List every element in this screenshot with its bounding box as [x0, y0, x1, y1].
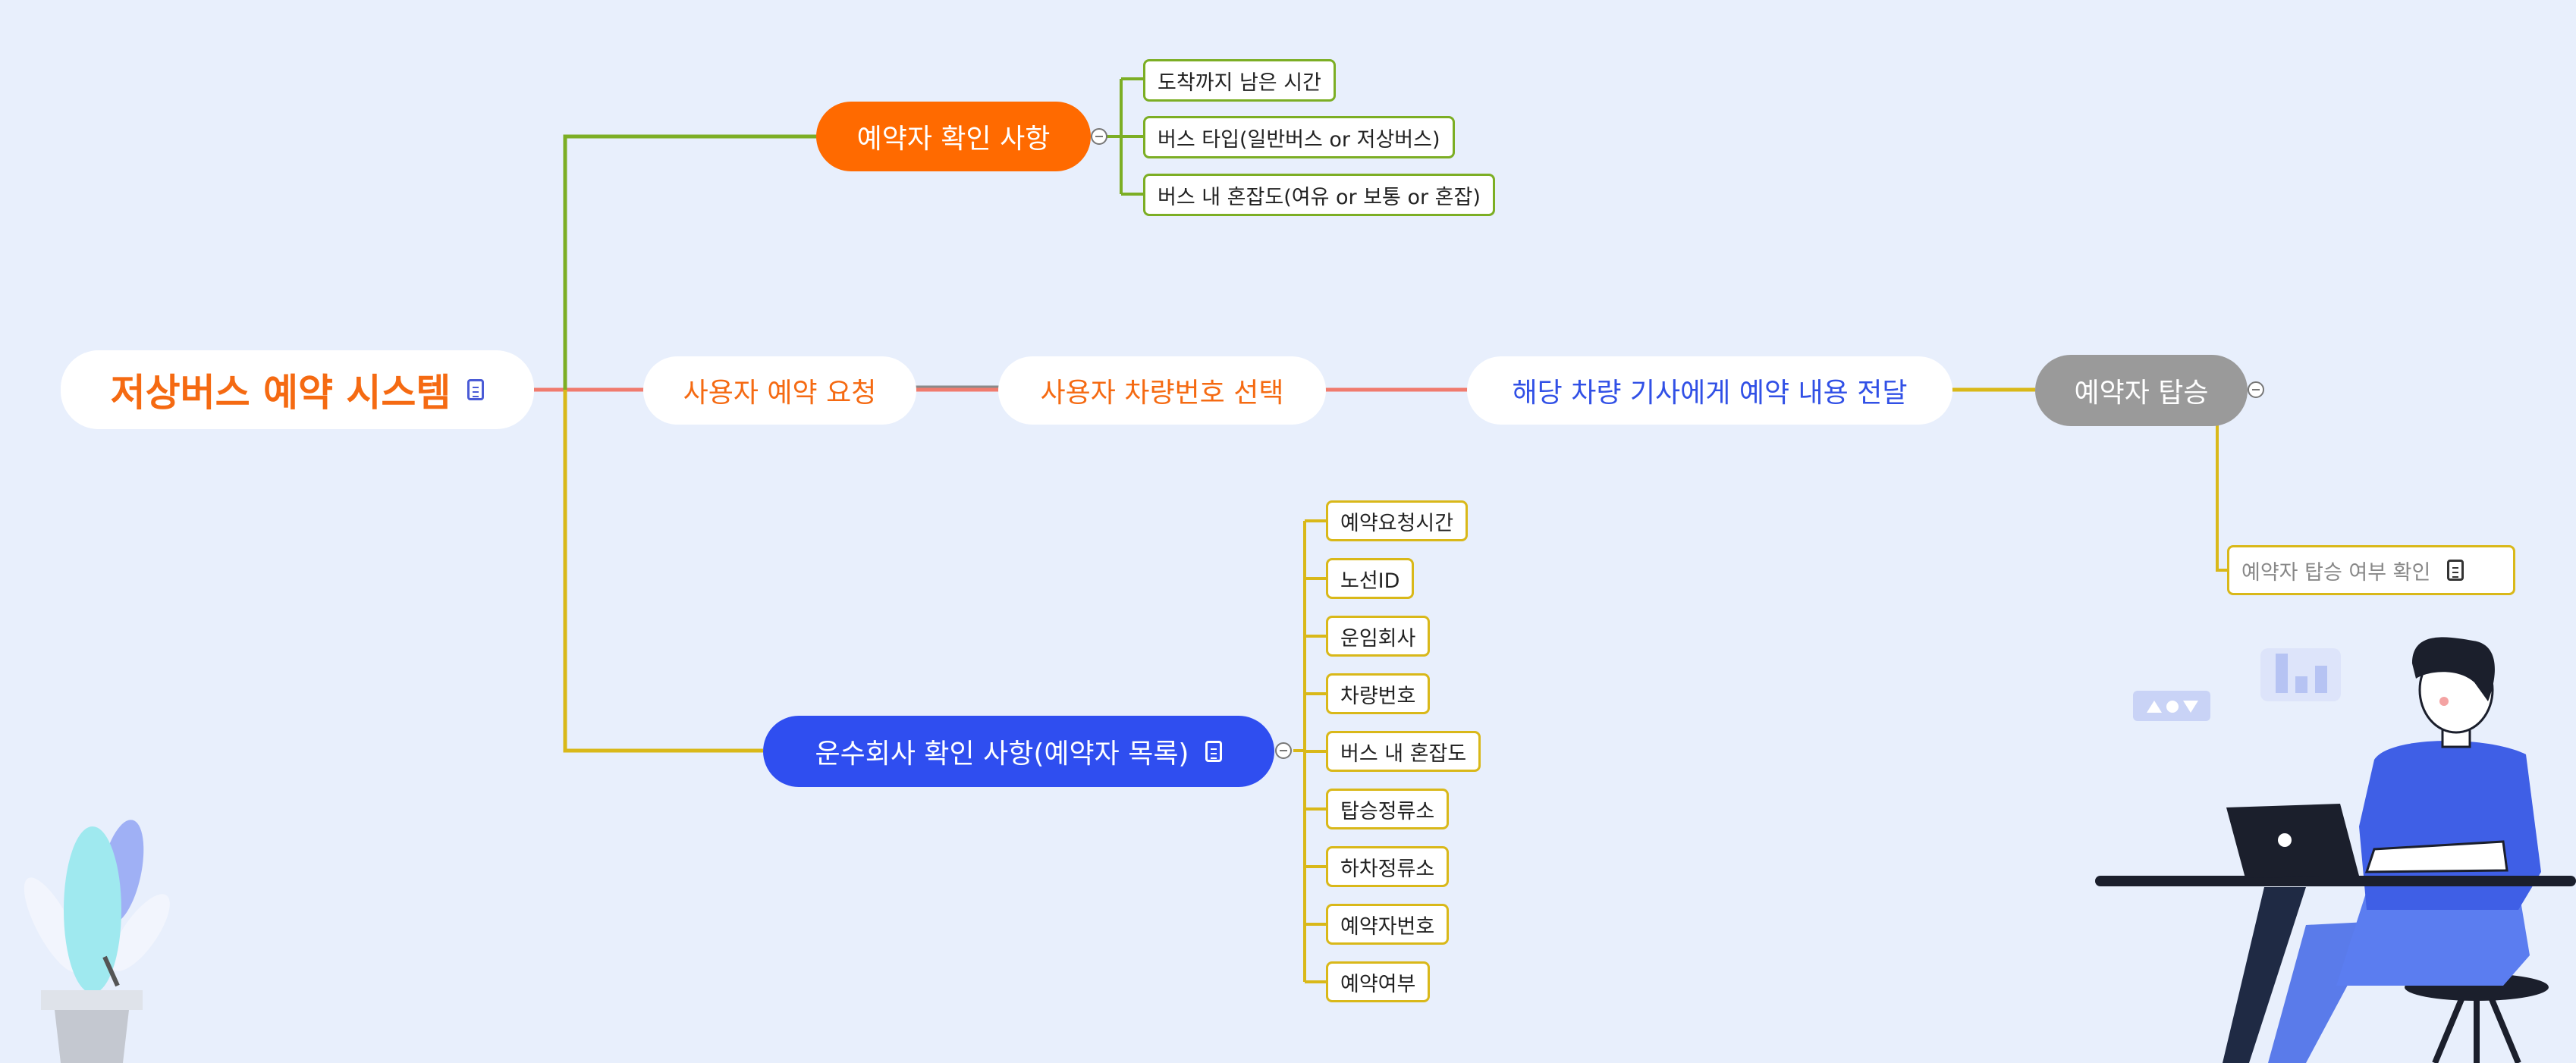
leaf-label: 하차정류소 — [1340, 857, 1435, 881]
leaf-label: 예약자번호 — [1340, 914, 1435, 939]
note-icon[interactable] — [467, 379, 485, 400]
note-icon[interactable] — [1205, 741, 1223, 762]
flow-node-select-vehicle[interactable]: 사용자 차량번호 선택 — [998, 356, 1326, 425]
collapse-toggle-company[interactable] — [1275, 742, 1292, 759]
leaf-label: 버스 내 혼잡도(여유 or 보통 or 혼잡) — [1158, 185, 1481, 209]
company-item[interactable]: 버스 내 혼잡도 — [1326, 731, 1481, 772]
company-item[interactable]: 노선ID — [1326, 558, 1415, 599]
company-item[interactable]: 차량번호 — [1326, 673, 1431, 714]
leaf-label: 차량번호 — [1340, 684, 1416, 708]
company-check-label: 운수회사 확인 사항(예약자 목록) — [815, 738, 1189, 770]
flow-node-label: 예약자 탑승 — [2074, 378, 2209, 409]
note-icon[interactable] — [2447, 560, 2464, 581]
root-label: 저상버스 예약 시스템 — [110, 371, 451, 415]
leaf-label: 예약요청시간 — [1340, 511, 1454, 535]
reserver-item-congestion[interactable]: 버스 내 혼잡도(여유 or 보통 or 혼잡) — [1143, 174, 1495, 216]
flow-node-deliver-to-driver[interactable]: 해당 차량 기사에게 예약 내용 전달 — [1467, 356, 1952, 425]
leaf-label: 버스 타입(일반버스 or 저상버스) — [1158, 127, 1440, 152]
boarding-check-item[interactable]: 예약자 탑승 여부 확인 — [2227, 545, 2515, 595]
connector-green-branch — [563, 134, 818, 390]
person-at-desk-illustration — [2095, 637, 2576, 1063]
leaf-label: 운임회사 — [1340, 626, 1416, 651]
ui-chip-illustration — [2133, 648, 2341, 721]
company-check-node[interactable]: 운수회사 확인 사항(예약자 목록) — [763, 716, 1274, 787]
leaf-label: 도착까지 남은 시간 — [1158, 71, 1321, 95]
company-item[interactable]: 운임회사 — [1326, 616, 1431, 657]
leaf-label: 예약여부 — [1340, 972, 1416, 996]
connector-yellow-leaves — [1293, 519, 1326, 983]
company-item[interactable]: 하차정류소 — [1326, 846, 1450, 887]
flow-node-request[interactable]: 사용자 예약 요청 — [643, 356, 916, 425]
company-item[interactable]: 탑승정류소 — [1326, 789, 1450, 829]
reserver-check-node[interactable]: 예약자 확인 사항 — [816, 102, 1091, 171]
root-node[interactable]: 저상버스 예약 시스템 — [61, 350, 534, 429]
reserver-check-label: 예약자 확인 사항 — [856, 124, 1051, 155]
connector-green-leaves — [1100, 77, 1144, 196]
leaf-label: 버스 내 혼잡도 — [1340, 742, 1467, 766]
company-item[interactable]: 예약요청시간 — [1326, 500, 1469, 541]
flow-node-label: 사용자 예약 요청 — [683, 378, 877, 409]
leaf-label: 예약자 탑승 여부 확인 — [2241, 560, 2431, 585]
connector-boarding — [2216, 421, 2228, 572]
plant-illustration — [24, 820, 170, 1063]
reserver-item-bus-type[interactable]: 버스 타입(일반버스 or 저상버스) — [1143, 116, 1455, 158]
flow-node-label: 사용자 차량번호 선택 — [1040, 378, 1284, 409]
leaf-label: 탑승정류소 — [1340, 799, 1435, 823]
company-item[interactable]: 예약여부 — [1326, 961, 1431, 1002]
connector-yellow-branch — [563, 390, 763, 753]
reserver-item-arrival-time[interactable]: 도착까지 남은 시간 — [1143, 59, 1336, 102]
collapse-toggle-reserver[interactable] — [1091, 128, 1107, 145]
flow-node-boarding[interactable]: 예약자 탑승 — [2035, 355, 2248, 426]
leaf-label: 노선ID — [1340, 569, 1400, 593]
flow-node-label: 해당 차량 기사에게 예약 내용 전달 — [1512, 378, 1908, 409]
collapse-toggle-boarding[interactable] — [2248, 381, 2264, 398]
company-item[interactable]: 예약자번호 — [1326, 904, 1450, 945]
